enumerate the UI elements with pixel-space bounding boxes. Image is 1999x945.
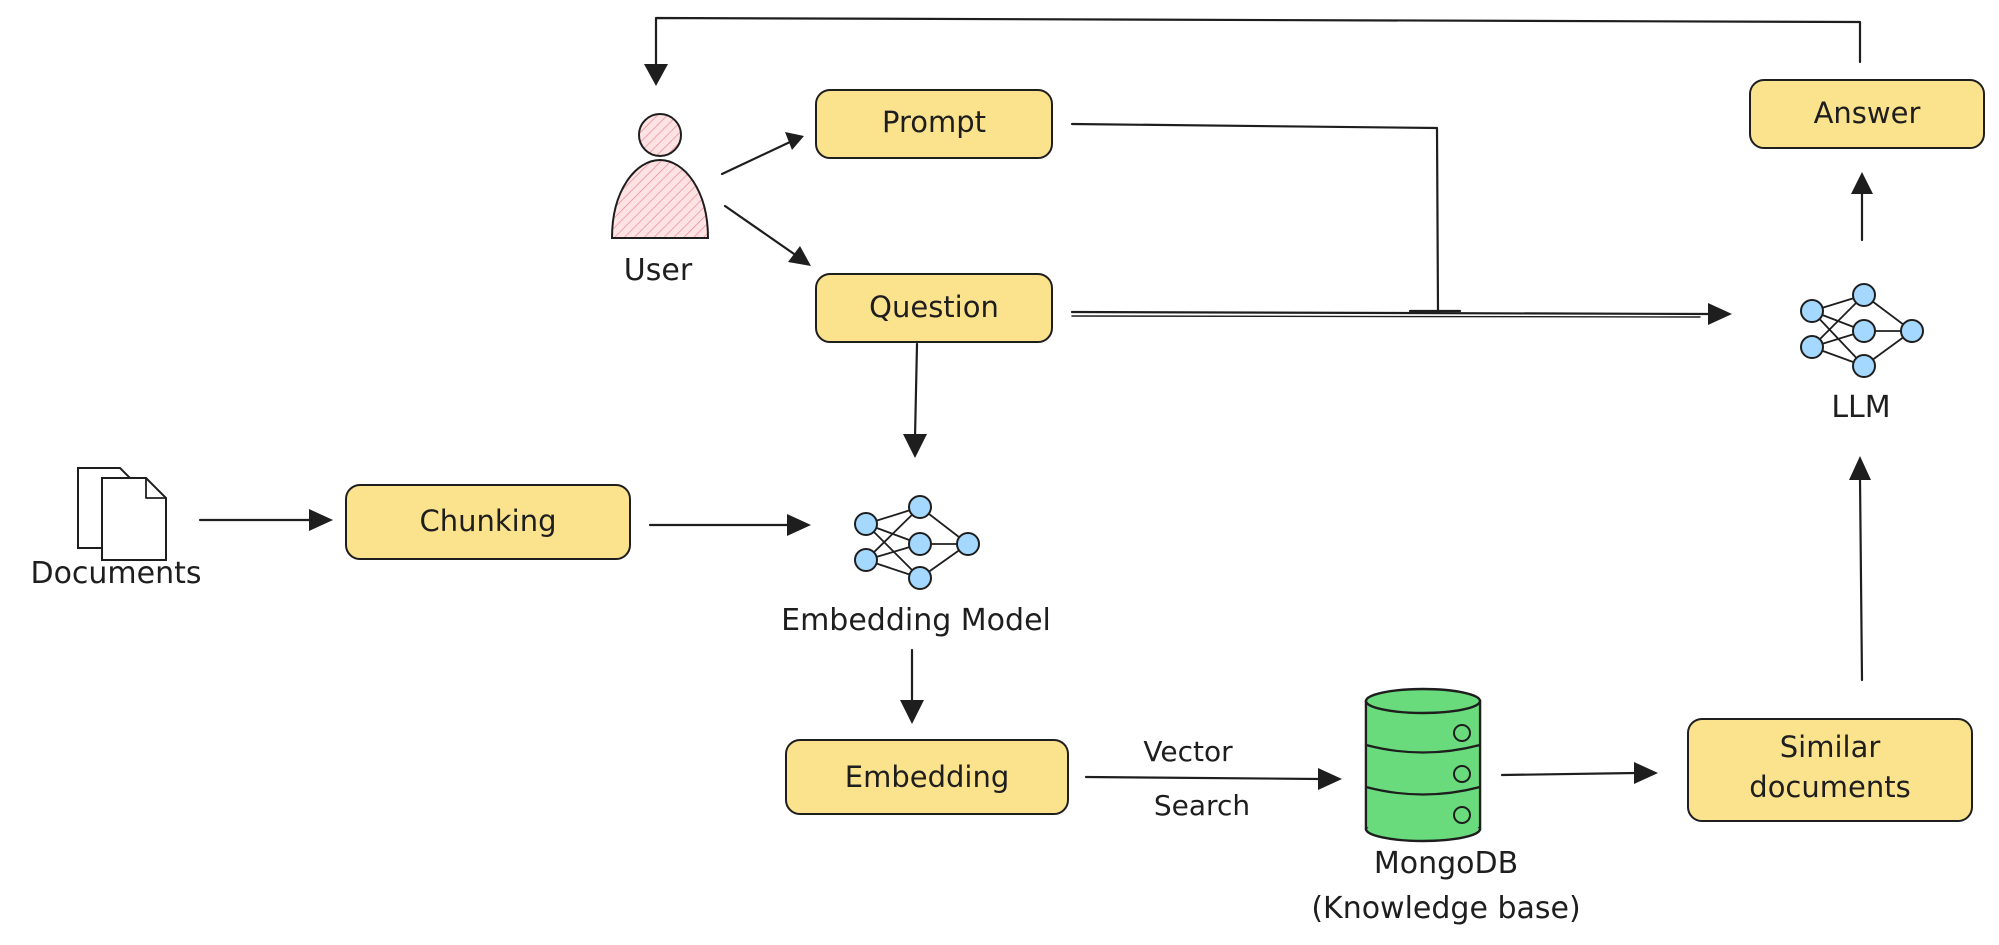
mongodb-to-similar-documents-connector: [1500, 771, 1638, 777]
arrowhead: [900, 700, 924, 724]
documents-icon: [77, 467, 167, 561]
arrowhead: [1851, 172, 1873, 194]
question-to-embedding-model-connector: [913, 342, 919, 440]
neural-network-icon: [854, 495, 980, 590]
llm-label: LLM: [1831, 390, 1890, 425]
embedding-model-label: Embedding Model: [781, 603, 1051, 638]
question-box[interactable]: Question: [815, 273, 1053, 343]
user-to-question-connector: [723, 204, 799, 258]
arrowhead: [785, 132, 804, 150]
arrowhead: [788, 246, 811, 266]
prompt-to-llm-connector: [1070, 122, 1440, 314]
documents-label: Documents: [30, 556, 201, 591]
similar-documents-box[interactable]: Similar documents: [1687, 718, 1973, 822]
question-to-llm-connector-double: [1071, 315, 1701, 318]
question-label: Question: [869, 290, 999, 324]
arrowhead: [1708, 303, 1732, 325]
arrowhead: [644, 64, 668, 86]
similar-documents-to-llm-connector: [1858, 476, 1864, 682]
arrowhead: [903, 434, 927, 458]
answer-label: Answer: [1814, 96, 1921, 130]
chunking-label: Chunking: [419, 504, 556, 538]
arrowhead: [1849, 456, 1871, 480]
user-to-prompt-connector: [720, 140, 792, 176]
prompt-label: Prompt: [882, 105, 986, 139]
arrowhead: [309, 509, 333, 531]
arrowhead: [1318, 768, 1342, 790]
neural-network-icon: [1800, 283, 1924, 378]
embedding-to-mongodb-connector: [1084, 775, 1322, 781]
embedding-box[interactable]: Embedding: [785, 739, 1069, 815]
answer-box[interactable]: Answer: [1749, 79, 1985, 149]
database-icon: [1364, 687, 1482, 843]
user-label: User: [624, 253, 693, 288]
mongodb-label-line2: (Knowledge base): [1311, 891, 1580, 926]
vector-search-label-line2: Search: [1154, 789, 1250, 822]
mongodb-label-line1: MongoDB: [1374, 846, 1518, 881]
arrowhead: [1634, 762, 1658, 784]
prompt-box[interactable]: Prompt: [815, 89, 1053, 159]
question-to-llm-connector: [1070, 310, 1714, 316]
embedding-label: Embedding: [845, 760, 1009, 794]
arrowhead: [787, 514, 811, 536]
user-icon: [610, 113, 710, 239]
chunking-box[interactable]: Chunking: [345, 484, 631, 560]
answer-to-user-connector: [654, 16, 1862, 72]
vector-search-label-line1: Vector: [1143, 735, 1233, 768]
similar-documents-label-line1: Similar: [1780, 730, 1881, 764]
similar-documents-label-line2: documents: [1749, 770, 1910, 804]
